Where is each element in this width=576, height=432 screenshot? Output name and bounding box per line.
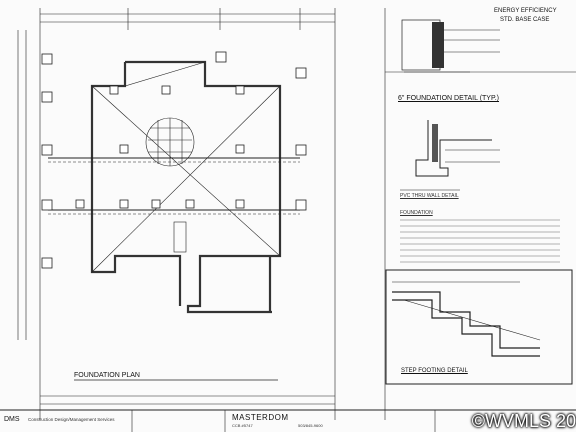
step-footing-title: STEP FOOTING DETAIL <box>401 368 468 374</box>
foundation-detail-title: 6" FOUNDATION DETAIL (TYP.) <box>398 95 500 102</box>
company-abbr: DMS <box>4 416 20 423</box>
plan-title: FOUNDATION PLAN <box>74 372 140 379</box>
energy-title-line2: STD. BASE CASE <box>500 17 550 23</box>
energy-title-line1: ENERGY EFFICIENCY <box>494 8 557 14</box>
watermark: ©WVMLS 20 <box>471 411 576 431</box>
project-sub: CCB #5747 <box>232 423 253 428</box>
notes-heading: FOUNDATION <box>400 210 433 216</box>
company-name: Construction Design/Management Services <box>28 417 115 422</box>
project-name: MASTERDOM <box>232 413 289 422</box>
project-phone: 503/845-9600 <box>298 423 323 428</box>
pvc-detail-title: PVC THRU WALL DETAIL <box>400 193 459 199</box>
